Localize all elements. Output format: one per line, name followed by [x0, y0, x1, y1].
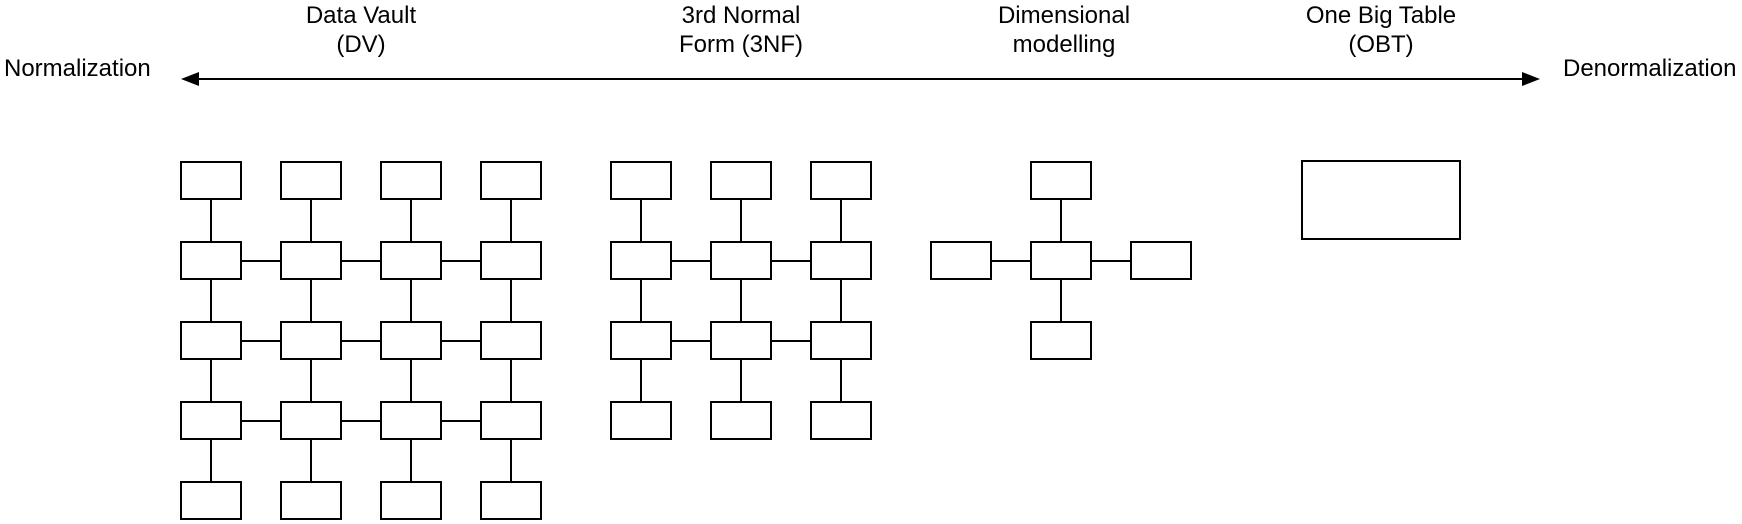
third-normal-form-vertical-link	[840, 280, 842, 321]
data-vault-vertical-link	[510, 200, 512, 241]
third-normal-form-table-box	[610, 241, 672, 280]
data-vault-vertical-link	[510, 440, 512, 481]
data-vault-table-box	[180, 321, 242, 360]
data-vault-vertical-link	[210, 440, 212, 481]
data-vault-table-box	[480, 401, 542, 440]
data-vault-vertical-link	[310, 440, 312, 481]
approach-label-line: Dimensional	[997, 2, 1131, 29]
data-vault-vertical-link	[210, 200, 212, 241]
data-vault-table-box	[280, 161, 342, 200]
data-vault-table-box	[180, 481, 242, 520]
third-normal-form-table-box	[710, 241, 772, 280]
data-vault-vertical-link	[410, 360, 412, 401]
third-normal-form-table-box	[710, 161, 772, 200]
data-vault-table-box	[480, 321, 542, 360]
data-vault-table-box	[480, 241, 542, 280]
approach-label-line: modelling	[1012, 31, 1116, 58]
third-normal-form-vertical-link	[640, 280, 642, 321]
dimensional-modelling-fact-box	[1030, 241, 1092, 280]
data-vault-vertical-link	[210, 360, 212, 401]
data-vault-horizontal-link	[442, 259, 480, 262]
data-vault-horizontal-link	[342, 259, 380, 262]
dimensional-modelling-vertical-link	[1060, 280, 1062, 321]
data-vault-table-box	[280, 321, 342, 360]
data-vault-vertical-link	[310, 200, 312, 241]
approach-label-line: (OBT)	[1348, 31, 1414, 58]
data-vault-vertical-link	[410, 200, 412, 241]
third-normal-form-vertical-link	[740, 280, 742, 321]
approach-label-data-vault: Data Vault (DV)	[231, 1, 491, 59]
data-vault-horizontal-link	[242, 339, 280, 342]
third-normal-form-vertical-link	[840, 200, 842, 241]
data-vault-vertical-link	[510, 280, 512, 321]
third-normal-form-vertical-link	[740, 200, 742, 241]
data-vault-table-box	[280, 481, 342, 520]
data-vault-table-box	[380, 241, 442, 280]
approach-label-line: Form (3NF)	[679, 31, 803, 58]
data-vault-table-box	[380, 321, 442, 360]
data-vault-table-box	[180, 161, 242, 200]
third-normal-form-table-box	[610, 401, 672, 440]
third-normal-form-table-box	[810, 241, 872, 280]
data-vault-table-box	[280, 401, 342, 440]
third-normal-form-table-box	[710, 321, 772, 360]
data-vault-vertical-link	[510, 360, 512, 401]
third-normal-form-vertical-link	[740, 360, 742, 401]
approach-label-line: (DV)	[336, 31, 386, 58]
third-normal-form-table-box	[810, 321, 872, 360]
third-normal-form-horizontal-link	[772, 259, 810, 262]
third-normal-form-table-box	[610, 161, 672, 200]
dimensional-modelling-dimension-box	[1030, 321, 1092, 360]
approach-label-obt: One Big Table (OBT)	[1251, 1, 1511, 59]
left-arrowhead-icon	[181, 72, 199, 86]
data-vault-table-box	[180, 241, 242, 280]
dimensional-modelling-horizontal-link	[1092, 259, 1130, 262]
data-vault-vertical-link	[410, 440, 412, 481]
data-vault-table-box	[480, 481, 542, 520]
approach-label-line: One Big Table	[1305, 2, 1457, 29]
data-vault-horizontal-link	[242, 419, 280, 422]
approach-label-dimensional: Dimensional modelling	[934, 1, 1194, 59]
data-vault-horizontal-link	[442, 339, 480, 342]
data-vault-vertical-link	[210, 280, 212, 321]
data-vault-vertical-link	[310, 280, 312, 321]
third-normal-form-table-box	[810, 161, 872, 200]
data-vault-horizontal-link	[242, 259, 280, 262]
data-vault-table-box	[380, 161, 442, 200]
data-vault-table-box	[380, 401, 442, 440]
dimensional-modelling-dimension-box	[1030, 161, 1092, 200]
third-normal-form-vertical-link	[640, 200, 642, 241]
normalization-label: Normalization	[4, 55, 151, 82]
one-big-table-table-box	[1301, 160, 1461, 240]
spectrum-axis-line	[195, 78, 1526, 80]
dimensional-modelling-dimension-box	[930, 241, 992, 280]
approach-label-3nf: 3rd Normal Form (3NF)	[611, 1, 871, 59]
data-vault-vertical-link	[410, 280, 412, 321]
approach-label-line: 3rd Normal	[681, 2, 801, 29]
data-vault-table-box	[380, 481, 442, 520]
third-normal-form-table-box	[810, 401, 872, 440]
third-normal-form-table-box	[610, 321, 672, 360]
dimensional-modelling-vertical-link	[1060, 200, 1062, 241]
right-arrowhead-icon	[1522, 72, 1540, 86]
dimensional-modelling-horizontal-link	[992, 259, 1030, 262]
third-normal-form-horizontal-link	[672, 259, 710, 262]
data-vault-vertical-link	[310, 360, 312, 401]
third-normal-form-horizontal-link	[672, 339, 710, 342]
third-normal-form-horizontal-link	[772, 339, 810, 342]
third-normal-form-vertical-link	[640, 360, 642, 401]
data-vault-table-box	[280, 241, 342, 280]
third-normal-form-vertical-link	[840, 360, 842, 401]
approach-label-line: Data Vault	[305, 2, 417, 29]
third-normal-form-table-box	[710, 401, 772, 440]
denormalization-label: Denormalization	[1563, 55, 1737, 82]
data-vault-horizontal-link	[342, 419, 380, 422]
data-vault-horizontal-link	[442, 419, 480, 422]
data-vault-table-box	[180, 401, 242, 440]
data-vault-table-box	[480, 161, 542, 200]
data-vault-horizontal-link	[342, 339, 380, 342]
dimensional-modelling-dimension-box	[1130, 241, 1192, 280]
